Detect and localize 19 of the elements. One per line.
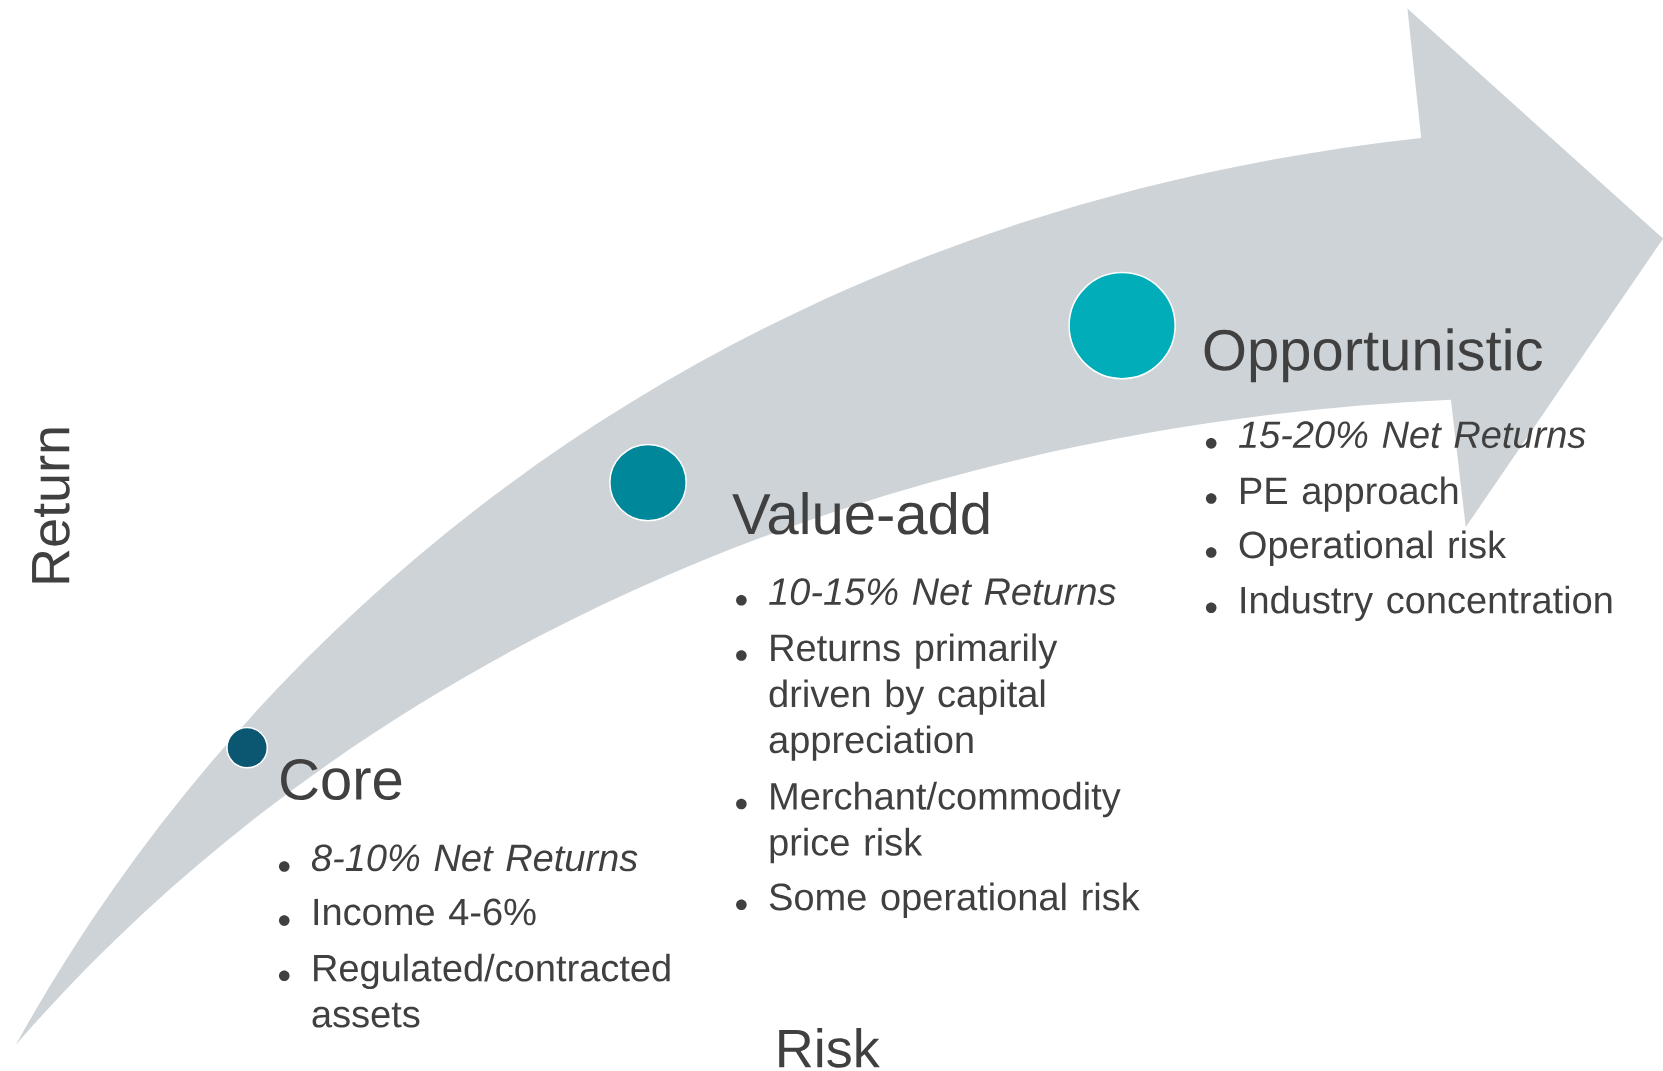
stage-heading: Opportunistic: [1204, 328, 1542, 383]
bullet-text: Income 4-6%: [314, 898, 536, 926]
stage-circle: [1068, 271, 1176, 380]
bullet-text: 8-10% Net Returns: [311, 844, 638, 872]
stage-circle: [609, 443, 687, 522]
bullet-text: Some operational risk: [769, 882, 1140, 918]
bullet-text: Merchant/commodity price risk: [770, 781, 1121, 864]
bullet-text: Industry concentration: [1241, 585, 1612, 621]
stage-circle: [226, 726, 269, 769]
bullet-text: 10-15% Net Returns: [769, 578, 1116, 606]
stage-heading: Core: [281, 758, 402, 800]
bullet-text: Returns primarily driven by capital appreciation: [769, 633, 1058, 761]
bullet-text: PE approach: [1241, 476, 1458, 512]
bullet-text: Regulated/contracted assets: [312, 953, 670, 1028]
stage-heading: Value-add: [732, 491, 989, 535]
bullet-text: Operational risk: [1239, 530, 1507, 566]
axis-label: Return: [32, 428, 70, 583]
bullet-text: 15-20% Net Returns: [1238, 421, 1586, 449]
axis-label: Risk: [779, 1027, 880, 1068]
